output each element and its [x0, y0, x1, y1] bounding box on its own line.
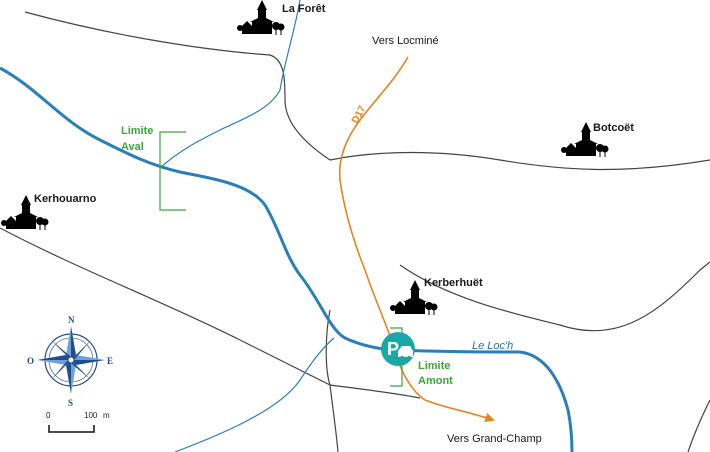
- tributaries: [159, 0, 335, 452]
- compass-o: O: [27, 356, 34, 366]
- label-la-foret: La Forêt: [282, 3, 326, 15]
- svg-text:P: P: [387, 339, 399, 359]
- label-kerberhuet: Kerberhuët: [424, 277, 483, 289]
- compass-n: N: [68, 315, 75, 325]
- limit-aval-marker: [159, 131, 186, 211]
- compass-rose-icon: N S E O: [27, 315, 113, 408]
- road-east: [329, 151, 710, 171]
- label-vers-grand-champ: Vers Grand-Champ: [447, 433, 542, 445]
- compass-s: S: [68, 398, 73, 408]
- scale-end: 100: [84, 411, 98, 420]
- parking-car-icon[interactable]: P: [381, 332, 415, 366]
- label-river: Le Loc'h: [472, 340, 513, 352]
- stream-north: [159, 0, 301, 169]
- label-vers-locmine: Vers Locminé: [372, 35, 439, 47]
- road-north-west: [24, 11, 331, 161]
- label-limite-aval-1: Limite: [121, 125, 153, 137]
- secondary-roads: [0, 11, 710, 452]
- stream-south: [174, 337, 335, 452]
- river-le-loch: [0, 66, 574, 452]
- road-kerhouarno: [0, 227, 331, 386]
- scale-start: 0: [46, 411, 51, 420]
- road-south-east: [399, 261, 710, 332]
- scale-bar: 0 100 m: [46, 411, 110, 433]
- road-d17: [338, 56, 409, 347]
- road-grand-champ: [329, 384, 421, 399]
- label-limite-amont-1: Limite: [418, 360, 450, 372]
- label-limite-aval-2: Aval: [121, 141, 144, 153]
- label-d17: D17: [350, 104, 369, 126]
- label-botcoet: Botcoët: [593, 122, 634, 134]
- compass-e: E: [107, 356, 113, 366]
- label-limite-amont-2: Amont: [418, 375, 453, 387]
- village-la-foret-icon: [237, 0, 285, 35]
- label-kerhouarno: Kerhouarno: [34, 193, 97, 205]
- road-east-edge: [687, 399, 710, 452]
- scale-unit: m: [103, 411, 110, 420]
